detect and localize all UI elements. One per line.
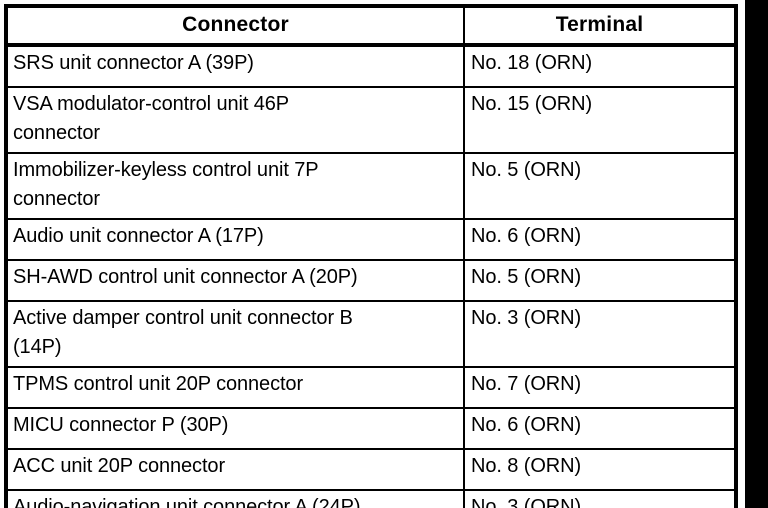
table-header: Connector Terminal	[5, 5, 737, 47]
table-row: ACC unit 20P connector No. 8 (ORN)	[5, 448, 737, 491]
table-row: Audio-navigation unit connector A (24P) N…	[5, 489, 737, 508]
connector-terminal-table-container: Connector Terminal SRS unit connector A …	[4, 4, 738, 508]
table-row: MICU connector P (30P) No. 6 (ORN)	[5, 407, 737, 450]
cell-terminal-text: No. 6 (ORN)	[471, 414, 582, 436]
cell-connector-text: Audio-navigation unit connector A (24P)	[13, 496, 361, 508]
cell-terminal-text: No. 5 (ORN)	[471, 266, 582, 288]
cell-connector-text: Immobilizer-keyless control unit 7P conn…	[13, 159, 319, 210]
column-header-terminal-label: Terminal	[555, 13, 644, 36]
table-row: TPMS control unit 20P connector No. 7 (OR…	[5, 366, 737, 409]
cell-terminal-text: No. 15 (ORN)	[471, 93, 593, 115]
column-header-connector-label: Connector	[182, 13, 289, 36]
cell-connector: SRS unit connector A (39P)	[5, 44, 465, 88]
column-header-connector: Connector	[5, 5, 465, 47]
cell-terminal-text: No. 3 (ORN)	[471, 307, 582, 329]
cell-connector: Active damper control unit connector B (…	[5, 300, 465, 368]
table-row: Audio unit connector A (17P) No. 6 (ORN)	[5, 218, 737, 261]
cell-connector-text: SRS unit connector A (39P)	[13, 52, 254, 74]
cell-terminal: No. 18 (ORN)	[463, 44, 737, 88]
cell-terminal-text: No. 8 (ORN)	[471, 455, 582, 477]
cell-connector-text: SH-AWD control unit connector A (20P)	[13, 266, 358, 288]
cell-terminal-text: No. 18 (ORN)	[471, 52, 593, 74]
cell-terminal: No. 3 (ORN)	[463, 300, 737, 368]
cell-connector-text: ACC unit 20P connector	[13, 455, 225, 477]
cell-terminal-text: No. 6 (ORN)	[471, 225, 582, 247]
cell-terminal: No. 7 (ORN)	[463, 366, 737, 409]
cell-terminal-text: No. 3 (ORN)	[471, 496, 582, 508]
cell-terminal-text: No. 7 (ORN)	[471, 373, 582, 395]
cell-connector-text: TPMS control unit 20P connector	[13, 373, 304, 395]
cell-connector: VSA modulator-control unit 46P connector	[5, 86, 465, 154]
table-row: VSA modulator-control unit 46P connector…	[5, 86, 737, 154]
table-body: SRS unit connector A (39P) No. 18 (ORN) VS…	[5, 44, 737, 508]
cell-terminal: No. 5 (ORN)	[463, 152, 737, 220]
cell-terminal: No. 15 (ORN)	[463, 86, 737, 154]
cell-connector-text: Active damper control unit connector B (…	[13, 307, 353, 358]
table-row: Immobilizer-keyless control unit 7P conn…	[5, 152, 737, 220]
cell-connector: ACC unit 20P connector	[5, 448, 465, 491]
cell-connector: Audio unit connector A (17P)	[5, 218, 465, 261]
table-row: Active damper control unit connector B (…	[5, 300, 737, 368]
cell-connector: Audio-navigation unit connector A (24P)	[5, 489, 465, 508]
cell-connector-text: MICU connector P (30P)	[13, 414, 229, 436]
cell-connector: MICU connector P (30P)	[5, 407, 465, 450]
cell-terminal: No. 6 (ORN)	[463, 218, 737, 261]
page-edge-bar	[745, 0, 768, 508]
table-header-row: Connector Terminal	[5, 5, 737, 47]
cell-connector: Immobilizer-keyless control unit 7P conn…	[5, 152, 465, 220]
table-row: SH-AWD control unit connector A (20P) No.…	[5, 259, 737, 302]
cell-connector-text: Audio unit connector A (17P)	[13, 225, 264, 247]
cell-terminal: No. 8 (ORN)	[463, 448, 737, 491]
column-header-terminal: Terminal	[463, 5, 737, 47]
cell-connector: SH-AWD control unit connector A (20P)	[5, 259, 465, 302]
cell-terminal: No. 3 (ORN)	[463, 489, 737, 508]
cell-terminal: No. 5 (ORN)	[463, 259, 737, 302]
connector-terminal-table: Connector Terminal SRS unit connector A …	[4, 4, 738, 508]
cell-terminal: No. 6 (ORN)	[463, 407, 737, 450]
table-row: SRS unit connector A (39P) No. 18 (ORN)	[5, 44, 737, 88]
cell-connector: TPMS control unit 20P connector	[5, 366, 465, 409]
cell-connector-text: VSA modulator-control unit 46P connector	[13, 93, 290, 144]
cell-terminal-text: No. 5 (ORN)	[471, 159, 582, 181]
